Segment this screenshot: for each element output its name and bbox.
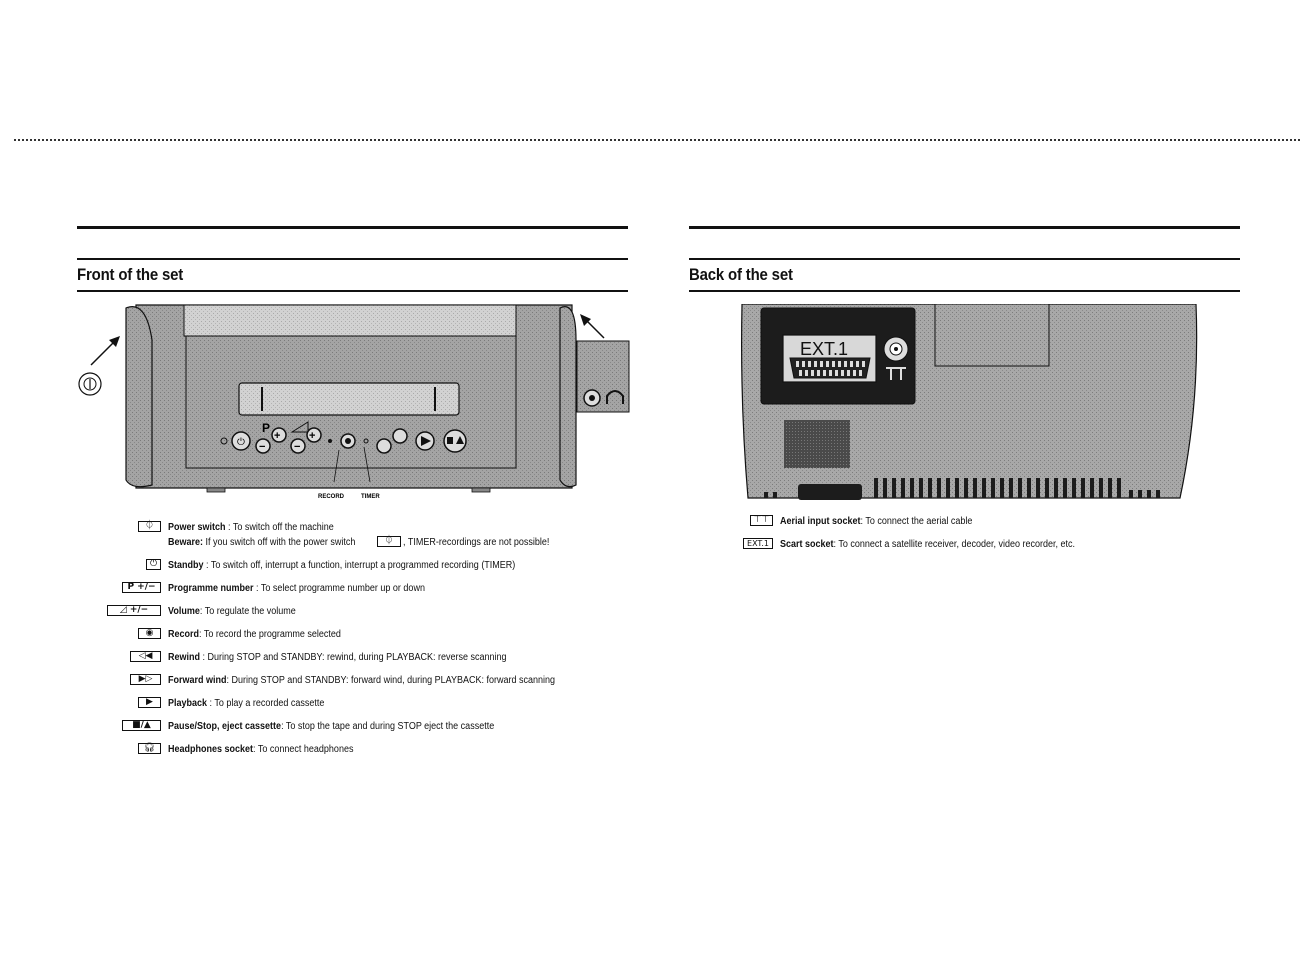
forward-wind-icon: ▶▷ [130, 674, 161, 685]
legend-pause-stop: ■/▲ Pause/Stop, eject cassette: To stop … [0, 720, 640, 734]
record-icon: ◉ [138, 628, 161, 639]
back-section-rule-mid [689, 258, 1240, 260]
legend-aerial: ⊤⊤ Aerial input socket: To connect the a… [0, 515, 1300, 529]
timer-label: TIMER [361, 494, 380, 500]
back-section-rule-top [689, 226, 1240, 229]
svg-text:+: + [274, 430, 280, 442]
section-rule-top [77, 226, 628, 229]
legend-power-beware: Beware: If you switch off with the power… [168, 536, 550, 548]
legend-power: ⏀ Power switch : To switch off the machi… [0, 521, 640, 535]
legend-standby: ⏻ Standby : To switch off, interrupt a f… [0, 559, 640, 573]
stop-eject-icon: ■/▲ [122, 720, 161, 731]
back-section-title: Back of the set [689, 265, 793, 284]
legend-rewind: ◁◀ Rewind : During STOP and STANDBY: rew… [0, 651, 640, 665]
play-icon: ▶ [138, 697, 161, 708]
standby-icon: ⏻ [146, 559, 161, 570]
section-rule-bottom [77, 290, 628, 292]
power-switch-icon: ⏀ [138, 521, 161, 532]
section-rule-mid [77, 258, 628, 260]
legend-volume: ◿ +/− Volume: To regulate the volume [0, 605, 640, 619]
front-of-set-illustration: ⏻ P + − + − RECORD TIMER [78, 304, 630, 500]
page-separator [14, 139, 1300, 141]
rewind-icon: ◁◀ [130, 651, 161, 662]
scart-icon: EXT.1 [743, 538, 773, 549]
legend-record: ◉ Record: To record the programme select… [0, 628, 640, 642]
legend-headphones: 🎧︎ Headphones socket: To connect headpho… [0, 743, 640, 757]
front-section-title: Front of the set [77, 265, 184, 284]
legend-forward: ▶▷ Forward wind: During STOP and STANDBY… [0, 674, 640, 688]
svg-text:+: + [309, 430, 315, 442]
headphones-icon: 🎧︎ [138, 743, 161, 754]
svg-text:−: − [259, 441, 265, 453]
legend-playback: ▶ Playback : To play a recorded cassette [0, 697, 640, 711]
back-of-set-illustration: EXT.1 [741, 304, 1198, 500]
record-label: RECORD [318, 494, 345, 500]
volume-up-down-icon: ◿ +/− [107, 605, 161, 616]
svg-text:⏻: ⏻ [237, 437, 245, 448]
programme-up-down-icon: P +/− [122, 582, 161, 593]
svg-text:−: − [294, 441, 300, 453]
aerial-icon: ⊤⊤ [750, 515, 773, 526]
back-section-rule-bottom [689, 290, 1240, 292]
p-label: P [262, 421, 270, 435]
power-switch-inline-icon: ⏀ [377, 536, 401, 547]
legend-scart: EXT.1 Scart socket: To connect a satelli… [0, 538, 1300, 552]
legend-programme: P +/− Programme number : To select progr… [0, 582, 640, 596]
ext1-label: EXT.1 [800, 339, 848, 359]
